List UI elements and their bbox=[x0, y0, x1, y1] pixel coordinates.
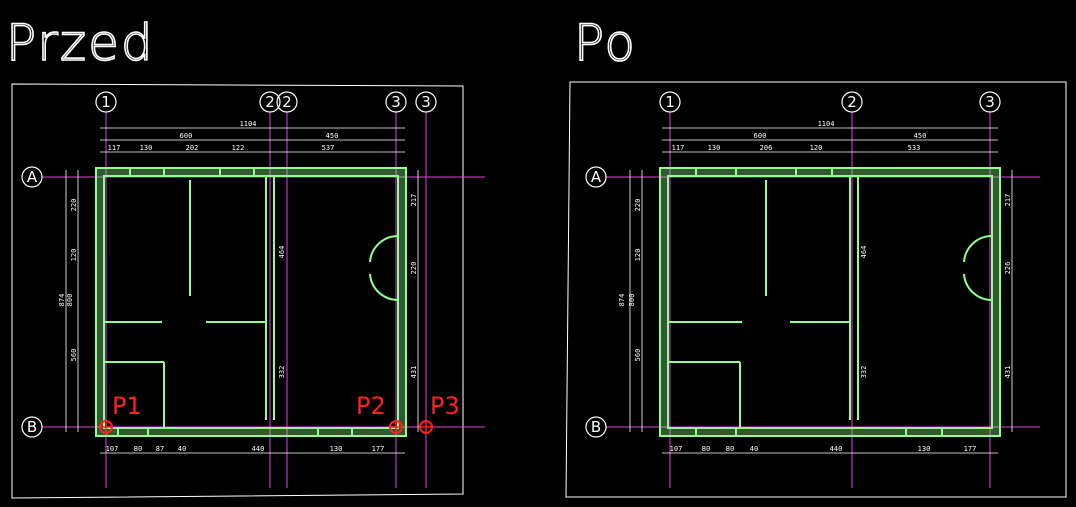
dim-right: 431 bbox=[410, 366, 418, 379]
grid-bubble-col-2 bbox=[841, 91, 863, 113]
dim-top-part: 130 bbox=[140, 144, 153, 152]
dim-top-part: 122 bbox=[232, 144, 245, 152]
grid-bubble-row-a bbox=[21, 166, 43, 188]
title-after: Po bbox=[574, 14, 637, 72]
dim-bottom: 80 bbox=[726, 445, 734, 453]
point-p1-marker bbox=[99, 420, 113, 434]
point-p2-label: P2 bbox=[356, 392, 386, 420]
point-p1-label: P1 bbox=[112, 392, 142, 420]
dim-top-part: 202 bbox=[186, 144, 199, 152]
dim-bottom: 40 bbox=[750, 445, 758, 453]
dim-top-sub-1: 600 bbox=[180, 132, 193, 140]
dim-left: 120 bbox=[634, 249, 642, 262]
dim-top-sub-2: 450 bbox=[914, 132, 927, 140]
dim-bottom: 40 bbox=[178, 445, 186, 453]
dim-bottom: 440 bbox=[252, 445, 265, 453]
dim-top-sub-2: 450 bbox=[326, 132, 339, 140]
panel-after-border bbox=[565, 81, 1067, 498]
grid-bubble-col-3 bbox=[979, 91, 1001, 113]
dim-right: 226 bbox=[1004, 262, 1012, 275]
dim-bottom: 87 bbox=[156, 445, 164, 453]
plan-before: 1 2 2 3 3 A B 1104 600 450 117 130 202 1… bbox=[21, 91, 485, 488]
panel-before-border bbox=[11, 83, 464, 499]
point-p2-marker bbox=[389, 420, 403, 434]
dim-inner: 464 bbox=[278, 246, 286, 259]
grid-label-row-b: B bbox=[591, 418, 601, 436]
dim-top-part: 117 bbox=[108, 144, 121, 152]
point-p3-marker bbox=[419, 420, 433, 434]
dim-top-part: 117 bbox=[672, 144, 685, 152]
dim-top-part: 537 bbox=[322, 144, 335, 152]
grid-label-row-a: A bbox=[591, 168, 602, 186]
point-p3-label: P3 bbox=[430, 392, 460, 420]
dim-inner: 332 bbox=[278, 366, 286, 379]
grid-bubble-col-1 bbox=[95, 91, 117, 113]
dim-top-part: 206 bbox=[760, 144, 773, 152]
grid-label-col-3: 3 bbox=[985, 93, 995, 111]
dim-bottom: 177 bbox=[372, 445, 385, 453]
dim-left: 874 bbox=[58, 294, 66, 307]
grid-label-col-2b: 2 bbox=[282, 93, 292, 111]
grid-label-col-2: 2 bbox=[847, 93, 857, 111]
dim-right: 431 bbox=[1004, 366, 1012, 379]
dim-bottom: 177 bbox=[964, 445, 977, 453]
grid-bubble-col-2b bbox=[276, 91, 298, 113]
dim-inner: 332 bbox=[860, 366, 868, 379]
grid-bubble-row-b bbox=[21, 416, 43, 438]
dim-right: 220 bbox=[410, 262, 418, 275]
walls-after bbox=[659, 167, 1001, 437]
dimension-lines-after bbox=[629, 127, 1013, 454]
dim-bottom: 80 bbox=[702, 445, 710, 453]
dimension-lines-before bbox=[65, 127, 419, 454]
dim-top-part: 120 bbox=[810, 144, 823, 152]
grid-bubble-col-3b bbox=[415, 91, 437, 113]
dim-left: 220 bbox=[70, 199, 78, 212]
dim-left: 220 bbox=[634, 199, 642, 212]
grid-bubble-col-1 bbox=[659, 91, 681, 113]
title-before: Przed bbox=[6, 14, 155, 72]
dim-left: 560 bbox=[70, 349, 78, 362]
dim-top-total: 1104 bbox=[818, 120, 835, 128]
dim-bottom: 107 bbox=[670, 445, 683, 453]
dim-bottom: 107 bbox=[106, 445, 119, 453]
dim-top-part: 533 bbox=[908, 144, 921, 152]
dim-right: 217 bbox=[410, 194, 418, 207]
dim-right: 217 bbox=[1004, 194, 1012, 207]
grid-label-col-2a: 2 bbox=[265, 93, 275, 111]
dim-bottom: 130 bbox=[918, 445, 931, 453]
grid-label-col-1: 1 bbox=[101, 93, 111, 111]
dim-top-sub-1: 600 bbox=[754, 132, 767, 140]
grid-label-row-b: B bbox=[27, 418, 37, 436]
dim-left: 800 bbox=[66, 294, 74, 307]
grid-bubble-row-b bbox=[585, 416, 607, 438]
plan-after: 1 2 3 A B 1104 600 450 117 130 206 120 5… bbox=[585, 91, 1040, 488]
grid-label-col-1: 1 bbox=[665, 93, 675, 111]
grid-bubble-row-a bbox=[585, 166, 607, 188]
points-before: P1 P2 P3 bbox=[99, 392, 460, 434]
walls-before bbox=[95, 167, 407, 437]
dim-top-part: 130 bbox=[708, 144, 721, 152]
dim-top-total: 1104 bbox=[240, 120, 257, 128]
dim-left: 874 bbox=[618, 294, 626, 307]
grid-label-col-3a: 3 bbox=[391, 93, 401, 111]
grid-label-col-3b: 3 bbox=[421, 93, 431, 111]
dim-left: 120 bbox=[70, 249, 78, 262]
dim-bottom: 80 bbox=[134, 445, 142, 453]
dim-left: 800 bbox=[628, 294, 636, 307]
dim-inner: 464 bbox=[860, 246, 868, 259]
grid-bubble-col-3a bbox=[385, 91, 407, 113]
dim-bottom: 130 bbox=[330, 445, 343, 453]
dim-left: 560 bbox=[634, 349, 642, 362]
grid-bubble-col-2a bbox=[259, 91, 281, 113]
dim-bottom: 440 bbox=[830, 445, 843, 453]
grid-label-row-a: A bbox=[27, 168, 38, 186]
